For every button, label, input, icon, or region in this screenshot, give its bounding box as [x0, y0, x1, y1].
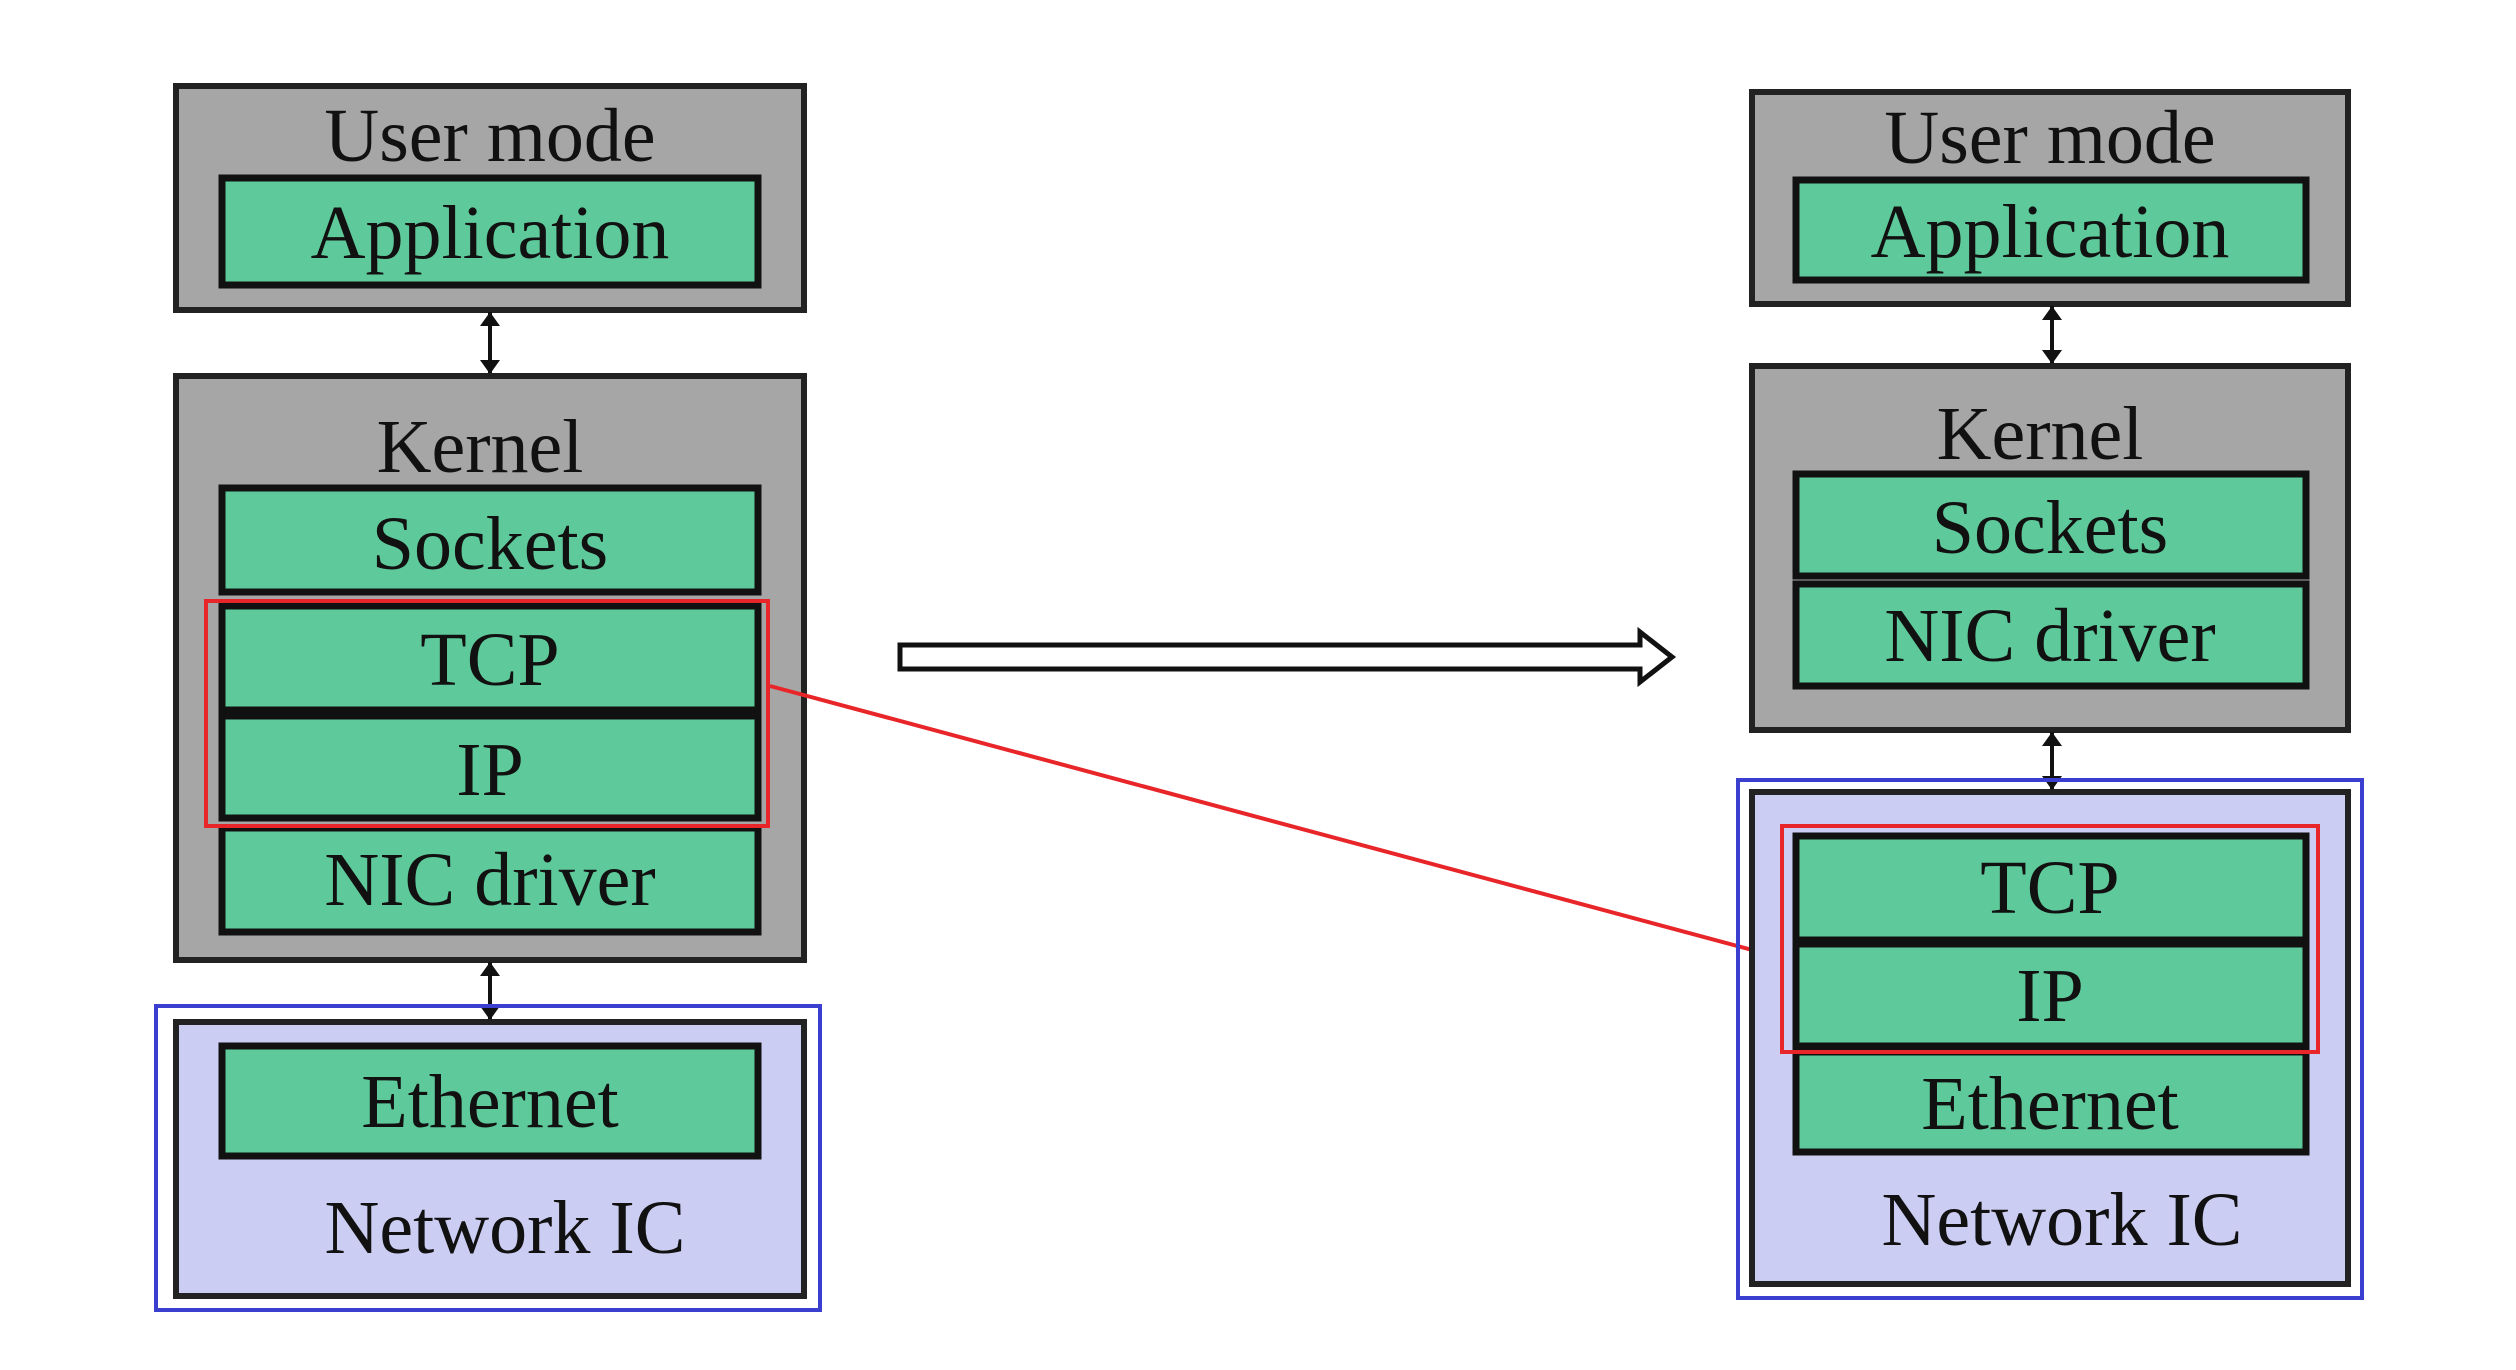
left-connector-top: [480, 312, 500, 374]
transition-arrow: [897, 626, 1677, 688]
left-tcp-label: TCP: [420, 618, 559, 702]
right-stack: User mode Application Kernel Sockets NIC…: [1736, 89, 2364, 1300]
left-network-ic-highlight: [154, 1004, 822, 1312]
left-sockets-label: Sockets: [372, 502, 608, 586]
right-network-ic-label: Network IC: [1882, 1178, 2243, 1262]
right-application-layer: [1792, 176, 2310, 284]
left-network-ic-box: Ethernet Network IC: [173, 1019, 807, 1299]
right-kernel-box: Kernel Sockets NIC driver: [1749, 363, 2351, 733]
right-tcp-label: TCP: [1980, 846, 2119, 930]
right-tcp-layer: [1792, 832, 2310, 944]
right-kernel-label: Kernel: [1937, 392, 2144, 476]
left-ethernet-layer: [218, 1042, 762, 1160]
left-user-mode-box: User mode Application: [173, 83, 807, 313]
right-nic-driver-label: NIC driver: [1884, 594, 2215, 678]
right-user-mode-label: User mode: [1884, 96, 2215, 180]
left-application-layer: [218, 174, 762, 289]
left-sockets-layer: [218, 484, 762, 596]
left-tcp-layer: [218, 602, 762, 714]
right-tcp-ip-highlight: [1780, 824, 2320, 1054]
left-ip-layer: [218, 712, 762, 822]
left-connector-bottom: [480, 962, 500, 1020]
offload-arrow: [769, 684, 1784, 962]
right-ip-label: IP: [2016, 954, 2084, 1038]
right-ip-layer: [1792, 940, 2310, 1050]
right-nic-driver-layer: [1792, 580, 2310, 690]
left-kernel-box: Kernel Sockets TCP IP NIC driver: [173, 373, 807, 963]
left-kernel-label: Kernel: [377, 405, 584, 489]
right-user-mode-box: User mode Application: [1749, 89, 2351, 307]
right-connector-top: [2042, 306, 2062, 364]
left-network-ic-label: Network IC: [325, 1186, 686, 1270]
right-sockets-label: Sockets: [1932, 486, 2168, 570]
left-tcp-ip-highlight: [204, 599, 770, 828]
left-nic-driver-label: NIC driver: [324, 838, 655, 922]
right-application-label: Application: [1871, 190, 2230, 274]
right-ethernet-layer: [1792, 1048, 2310, 1156]
left-stack: User mode Application Kernel Sockets TCP…: [154, 83, 822, 1312]
right-ethernet-label: Ethernet: [1921, 1062, 2178, 1146]
left-ip-label: IP: [456, 728, 524, 812]
left-ethernet-label: Ethernet: [361, 1060, 618, 1144]
left-user-mode-label: User mode: [324, 94, 655, 178]
left-application-label: Application: [311, 191, 670, 275]
right-sockets-layer: [1792, 470, 2310, 580]
right-network-ic-highlight: [1736, 778, 2364, 1300]
right-network-ic-box: TCP IP Ethernet Network IC: [1749, 789, 2351, 1287]
left-nic-driver-layer: [218, 824, 762, 936]
